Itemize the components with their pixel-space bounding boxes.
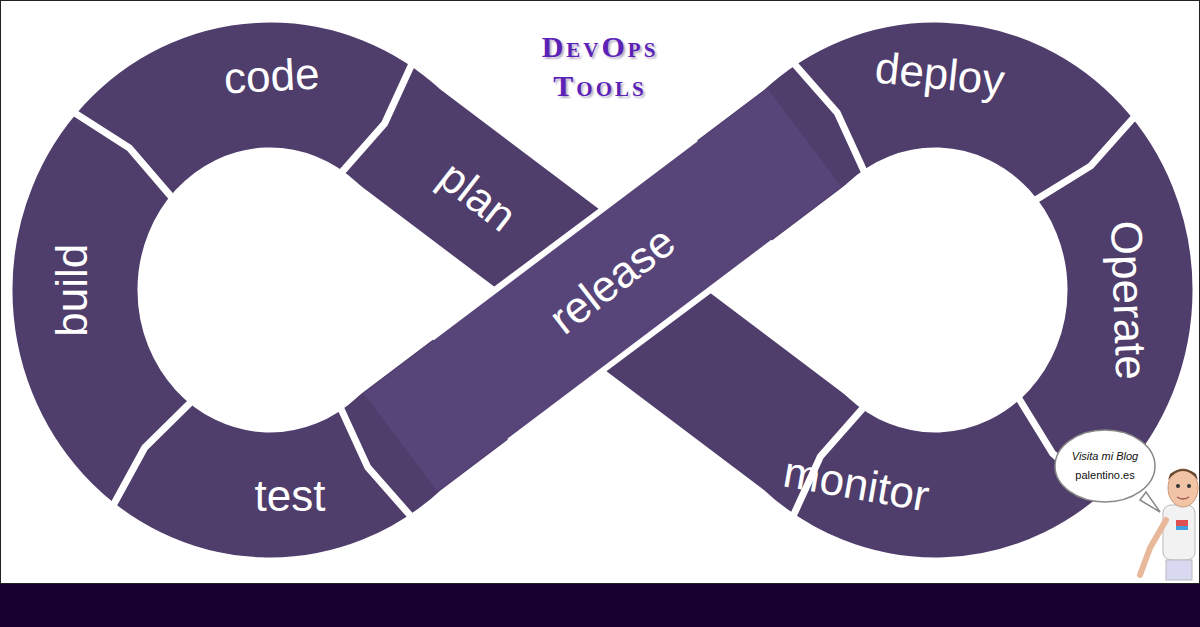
release-arm — [401, 138, 805, 443]
title: DevOps Tools — [520, 27, 680, 105]
stage-label: deploy — [873, 43, 1007, 105]
cartoon-figure — [1140, 469, 1198, 580]
title-text: DevOps Tools — [542, 30, 659, 102]
band-segment: Operate — [1097, 212, 1159, 389]
bubble-text: palentino.es — [1068, 469, 1142, 483]
bubble-text: Visita mi Blog — [1068, 450, 1142, 464]
frame — [1, 1, 1200, 584]
bubble-tail — [1140, 492, 1160, 512]
stage-label: code — [223, 49, 321, 102]
band-segment: test — [247, 468, 334, 524]
segment-cuts — [72, 61, 1137, 519]
band-segment: build — [44, 236, 100, 345]
speech-bubble — [1055, 430, 1155, 502]
segment-cut — [72, 111, 175, 200]
stage-label: test — [255, 472, 326, 520]
infinity-band — [75, 85, 1130, 495]
stage-label: build — [48, 244, 96, 337]
stage-label: Operate — [1101, 220, 1155, 381]
segment-cut — [339, 61, 413, 175]
segment-cut — [112, 399, 194, 508]
band-segment: code — [215, 45, 329, 107]
speech-bubble: Visita mi Blog palentino.es — [1068, 450, 1142, 483]
footer-bar — [0, 583, 1200, 627]
segment-cut — [1032, 115, 1136, 202]
